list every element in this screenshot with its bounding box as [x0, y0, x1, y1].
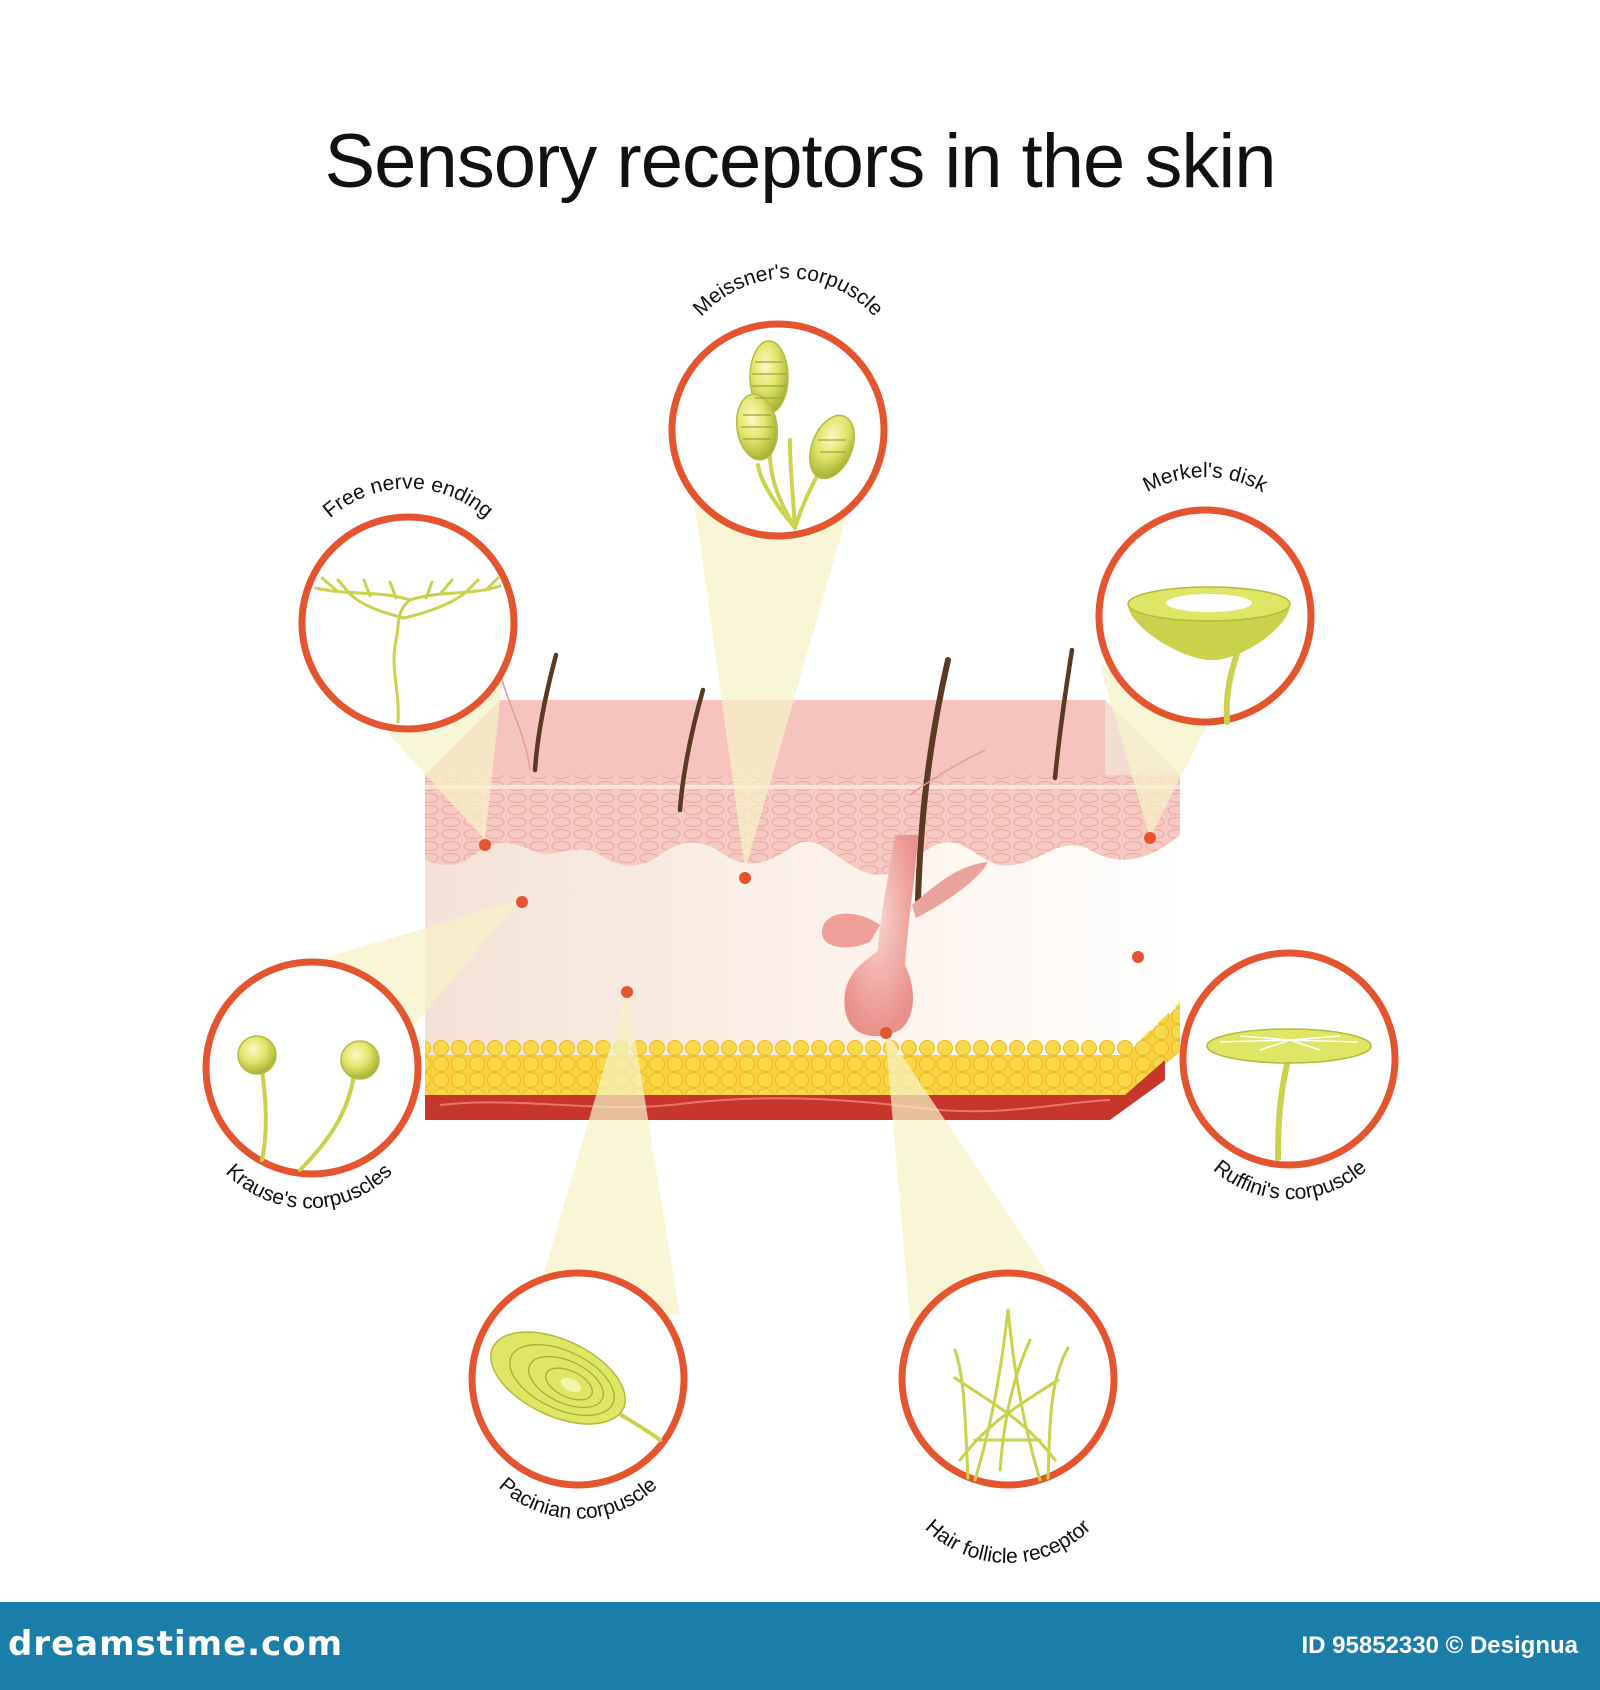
dot-krause	[516, 896, 528, 908]
sebaceous-gland	[821, 913, 880, 948]
receptor-dots	[479, 832, 1156, 1039]
pacinian-circle: Pacinian corpuscle	[468, 1269, 688, 1524]
free-nerve-icon	[314, 576, 502, 724]
hair-follicle-circle: Hair follicle receptor	[898, 1269, 1118, 1568]
skin-diagram: Meissner's corpuscle Free nerve ending M…	[202, 260, 1399, 1568]
dot-ruffini	[1132, 951, 1144, 963]
hair-follicle	[844, 835, 918, 1036]
merkel-circle: Merkel's disk	[1095, 459, 1315, 726]
hair-follicle-icon	[953, 1308, 1070, 1482]
hair-4	[1052, 647, 1075, 781]
skin-top-surface	[425, 700, 1180, 775]
krause-icon	[237, 1035, 380, 1172]
photo-id: ID 95852330 © Designua	[1301, 1632, 1579, 1659]
dot-free-nerve	[479, 839, 491, 851]
hair-follicle-label: Hair follicle receptor	[921, 1515, 1095, 1568]
pacinian-icon	[490, 1331, 662, 1442]
meissner-circle: Meissner's corpuscle	[668, 260, 888, 540]
merkel-label: Merkel's disk	[1139, 459, 1271, 497]
watermark-footer: dreamstime.com ID 95852330 © Designua	[0, 1602, 1600, 1690]
beam-hair-follicle	[885, 1030, 1085, 1330]
beam-ruffini	[1135, 955, 1195, 1025]
hair-1	[532, 652, 559, 773]
meissner-label: Meissner's corpuscle	[689, 260, 888, 320]
free-nerve-circle: Free nerve ending	[298, 471, 518, 733]
dot-merkel	[1144, 832, 1156, 844]
ruffini-icon	[1206, 1028, 1372, 1161]
hair-2	[677, 687, 706, 813]
beam-pacinian	[530, 990, 680, 1320]
hair-3	[915, 657, 951, 903]
ruffini-circle: Ruffini's corpuscle	[1179, 949, 1399, 1204]
dot-hair-follicle	[880, 1027, 892, 1039]
arrector-muscle	[912, 862, 988, 918]
merkel-icon	[1127, 586, 1291, 725]
dot-meissner	[739, 872, 751, 884]
krause-circle: Krause's corpuscles	[202, 958, 422, 1213]
dot-pacinian	[621, 986, 633, 998]
skin-block	[425, 647, 1180, 1120]
beam-meissner	[690, 470, 860, 870]
brand-logo: dreamstime.com	[8, 1624, 344, 1664]
meissner-icon	[735, 340, 856, 530]
page-title: Sensory receptors in the skin	[324, 119, 1276, 204]
